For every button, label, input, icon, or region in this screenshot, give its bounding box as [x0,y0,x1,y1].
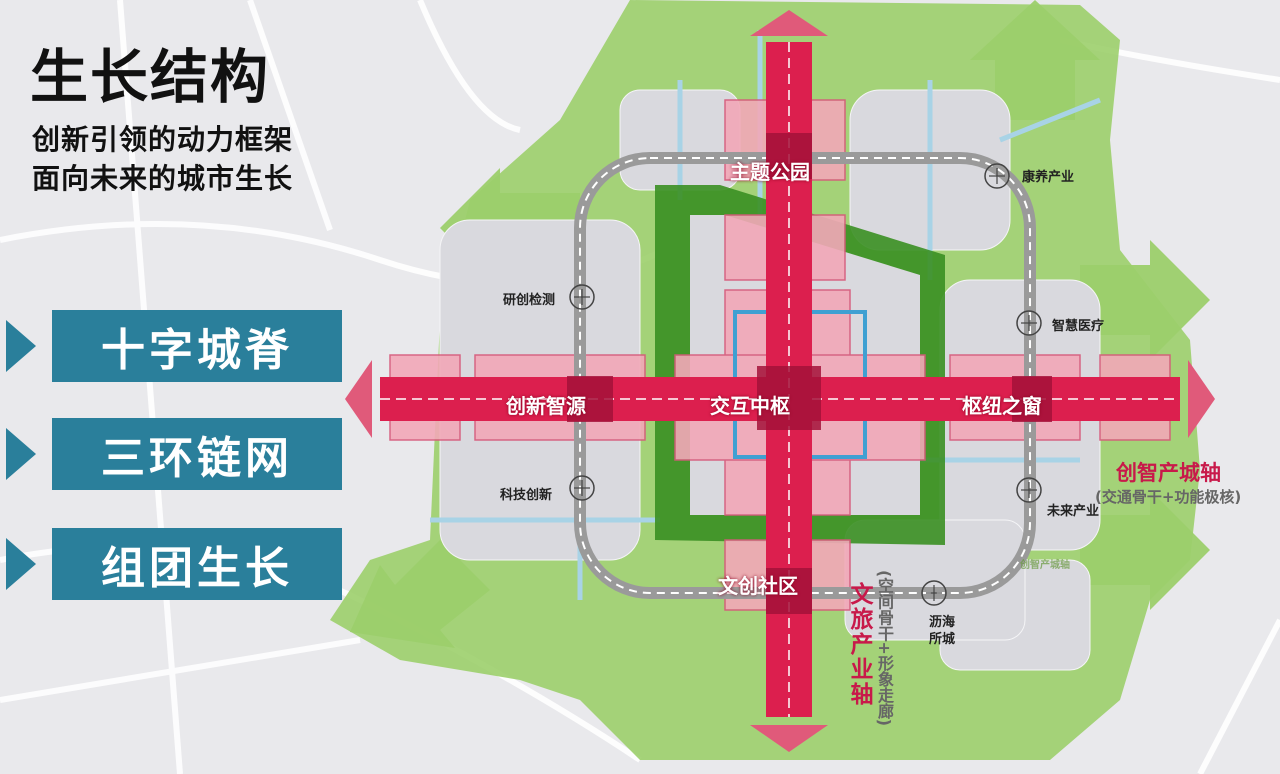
station-label-health: 康养产业 [1022,170,1075,185]
vertical-axis-note: (空间骨干+形象走廊) [875,570,894,727]
node-markers [567,133,1052,614]
chevron-right-icon [6,538,36,590]
horizontal-axis-name: 创智产城轴 [1116,461,1221,485]
station-crosses [574,168,1037,601]
page-title: 生长结构 [30,43,271,111]
station-label-smart-medical: 智慧医疗 [1052,319,1105,334]
node-label-interaction-hub: 交互中枢 [710,394,790,418]
node-label-hub-window: 枢纽之窗 [962,394,1042,418]
subtitle-line-2: 面向未来的城市生长 [32,162,294,195]
chevron-right-icon [6,320,36,372]
station-label-lihai-city: 沥海 所城 [929,615,956,647]
menu-item-label: 三环链网 [52,418,342,490]
node-label-innovation-source: 创新智源 [506,394,586,418]
station-label-tech-innovation: 科技创新 [500,488,553,503]
menu-item-label: 组团生长 [52,528,342,600]
station-label-future-industry: 未来产业 [1047,504,1100,519]
green-growth-arrows [350,0,1210,648]
chevron-right-icon [6,428,36,480]
vertical-axis-name: 文旅产业轴 [846,582,872,707]
station-markers [569,163,1042,606]
menu-item-label: 十字城脊 [52,310,342,382]
menu-item-three-rings[interactable]: 三环链网 [0,418,345,490]
menu-item-cluster-growth[interactable]: 组团生长 [0,528,345,600]
node-label-theme-park: 主题公园 [730,160,810,184]
subtitle-line-1: 创新引领的动力框架 [32,123,294,156]
node-label-culture-community: 文创社区 [718,574,798,598]
horizontal-axis-note: (交通骨干+功能极核) [1095,488,1242,506]
faint-axis-label: 创智产城轴 [1020,560,1070,571]
station-label-rd-testing: 研创检测 [503,293,556,308]
menu-item-cross-spine[interactable]: 十字城脊 [0,310,345,382]
